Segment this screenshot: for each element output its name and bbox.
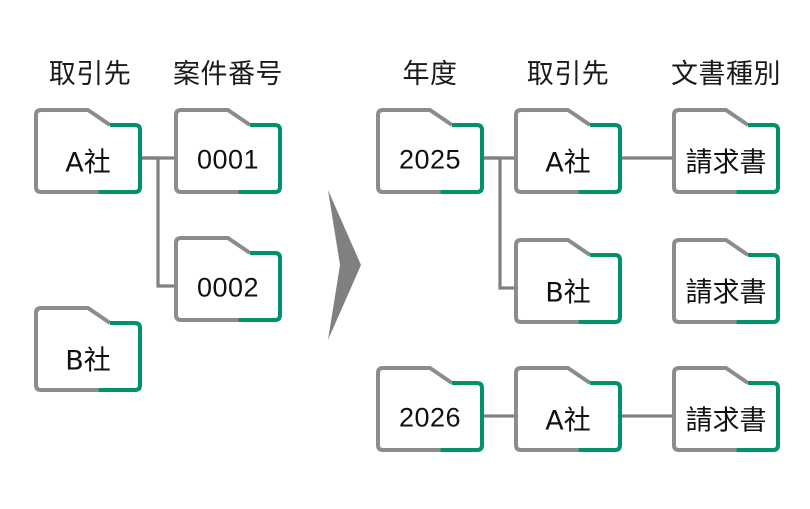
column-header-right-0: 年度 [402, 59, 458, 90]
folder-outline-gray [376, 108, 454, 194]
folder-label-R-DOC3: 請求書 [685, 405, 767, 436]
folder-fill [176, 110, 280, 192]
folder-L-A [34, 108, 142, 194]
folder-outline-green [98, 321, 142, 392]
folder-outline-green [238, 251, 282, 322]
folder-outline-green [578, 123, 622, 194]
folder-outline-gray [672, 108, 750, 194]
folder-R-2025 [376, 108, 484, 194]
folder-label-R-2026: 2026 [398, 402, 462, 432]
folder-fill [378, 110, 482, 192]
folder-R-DOC2 [672, 238, 780, 324]
column-header-left-0: 取引先 [48, 59, 132, 90]
folder-label-L-B: B社 [65, 345, 111, 376]
folder-label-R-B1: B社 [545, 277, 591, 308]
folder-label-R-A2: A社 [545, 405, 591, 436]
folder-outline-gray [174, 236, 252, 322]
folder-fill [176, 238, 280, 320]
folder-R-A1 [514, 108, 622, 194]
folder-outline-green [98, 123, 142, 194]
connector-right-1 [482, 156, 516, 290]
folder-outline-gray [514, 366, 592, 452]
folder-fill [36, 308, 140, 390]
folder-outline-gray [514, 238, 592, 324]
folder-fill [674, 240, 778, 322]
folder-outline-gray [514, 108, 592, 194]
folder-outline-green [238, 123, 282, 194]
folder-R-DOC1 [672, 108, 780, 194]
folder-label-L-0002: 0002 [196, 272, 260, 302]
folder-outline-gray [174, 108, 252, 194]
column-header-right-1: 取引先 [526, 59, 610, 90]
folder-R-B1 [514, 238, 622, 324]
connector-left-1 [140, 156, 176, 288]
folder-fill [36, 110, 140, 192]
folder-outline-gray [376, 366, 454, 452]
folder-label-R-2025: 2025 [398, 144, 462, 174]
folder-label-R-DOC1: 請求書 [685, 147, 767, 178]
folder-outline-gray [672, 366, 750, 452]
folder-outline-gray [34, 108, 112, 194]
folder-label-L-A: A社 [65, 147, 111, 178]
folder-outline-green [736, 381, 780, 452]
folder-outline-green [736, 253, 780, 324]
folder-outline-gray [34, 306, 112, 392]
folder-fill [378, 368, 482, 450]
folder-label-L-0001: 0001 [196, 144, 260, 174]
folder-outline-green [736, 123, 780, 194]
folder-outline-gray [672, 238, 750, 324]
folder-L-0002 [174, 236, 282, 322]
folder-R-2026 [376, 366, 484, 452]
folder-R-DOC3 [672, 366, 780, 452]
folder-outline-green [440, 381, 484, 452]
folder-outline-green [440, 123, 484, 194]
folder-outline-green [578, 253, 622, 324]
folder-L-B [34, 306, 142, 392]
transformation-arrow [328, 190, 361, 340]
column-header-right-2: 文書種別 [671, 59, 781, 90]
folder-label-R-A1: A社 [545, 147, 591, 178]
folder-fill [674, 110, 778, 192]
folder-fill [674, 368, 778, 450]
folder-L-0001 [174, 108, 282, 194]
column-header-left-1: 案件番号 [173, 59, 283, 90]
folder-fill [516, 110, 620, 192]
folder-R-A2 [514, 366, 622, 452]
folder-label-R-DOC2: 請求書 [685, 277, 767, 308]
folder-fill [516, 368, 620, 450]
folder-outline-green [578, 381, 622, 452]
folder-fill [516, 240, 620, 322]
